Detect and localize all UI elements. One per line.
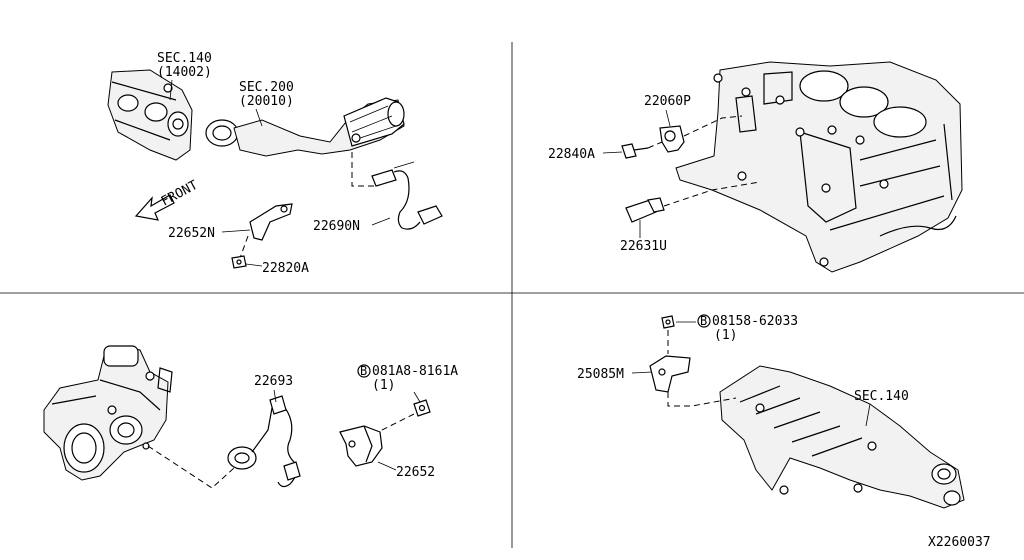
leader-sec140-br [865, 403, 871, 427]
turbo-assembly-drawing [43, 345, 173, 481]
callout-sec140-label: SEC.140 [157, 51, 212, 66]
panel-bottom-left: 22693 B 081A8-8161A (1) 22652 [43, 345, 458, 489]
bracket-22652n-drawing [249, 203, 293, 241]
part-22820a-label: 22820A [262, 261, 309, 276]
exhaust-manifold-drawing [107, 69, 193, 161]
leader-22690n [371, 217, 391, 226]
sensor-25085m-drawing [649, 355, 737, 407]
leader-22652 [377, 461, 397, 471]
callout-sec200-ref: (20010) [239, 94, 294, 109]
leader-22840a [602, 151, 623, 154]
callout-sec140-ref: (14002) [157, 65, 212, 80]
knock-sensor-22060p-drawing [659, 115, 743, 153]
part-22690n-label: 22690N [313, 219, 360, 234]
panel-bottom-right: SEC.140 B 08158-62033 (1) 25085M [577, 314, 965, 509]
intake-manifold-drawing [719, 365, 965, 509]
figure-id: X2260037 [928, 535, 991, 550]
part-22840a-label: 22840A [548, 147, 595, 162]
bolt-081a8-drawing [377, 399, 431, 433]
bracket-22652-drawing [339, 425, 383, 467]
crank-sensor-22631u-drawing [625, 181, 761, 223]
bolt-081a8-code: 081A8-8161A [372, 364, 458, 379]
leader-25085m [631, 371, 653, 374]
front-arrow-icon [134, 194, 175, 221]
leader-sec200 [255, 108, 263, 127]
leader-22652n [221, 229, 251, 233]
callout-sec200-label: SEC.200 [239, 80, 294, 95]
bolt-081a8-qty: (1) [372, 378, 395, 393]
part-22693-label: 22693 [254, 374, 293, 389]
leader-22820a [245, 263, 263, 267]
bolt-081a8-circle-icon [357, 364, 371, 378]
leader-22060p [665, 109, 671, 127]
leader-081a8 [413, 391, 421, 403]
part-22631u-label: 22631U [620, 239, 667, 254]
front-label: FRONT [159, 178, 201, 210]
bolt-22840a-drawing [621, 141, 663, 159]
part-22060p-label: 22060P [644, 94, 691, 109]
bolt-08158-qty: (1) [714, 328, 737, 343]
panel-dividers [0, 42, 1024, 548]
sensor-22693-drawing [227, 395, 301, 488]
bolt-081a8-circle-letter: B [360, 364, 367, 378]
callout-sec140-br-label: SEC.140 [854, 389, 909, 404]
oxygen-sensor-22690n-drawing [351, 152, 443, 230]
catalytic-converter-drawing [205, 97, 405, 157]
leader-sec140 [169, 79, 173, 101]
leader-22693 [273, 389, 277, 403]
bolt-22820a-drawing [231, 235, 249, 269]
panel-top-right: 22060P 22840A 22631U [548, 61, 963, 273]
bolt-08158-circle-letter: B [700, 314, 707, 328]
part-22652n-label: 22652N [168, 226, 215, 241]
engine-block-drawing [675, 61, 963, 273]
bolt-08158-code: 08158-62033 [712, 314, 798, 329]
panel-top-left: SEC.140 (14002) SEC.200 (20010) FRONT 22… [107, 51, 443, 276]
part-25085m-label: 25085M [577, 367, 624, 382]
bolt-08158-drawing [661, 315, 675, 354]
dash-turbo-to-sensor [147, 445, 235, 489]
bolt-08158-circle-icon [697, 314, 711, 328]
part-22652-label: 22652 [396, 465, 435, 480]
